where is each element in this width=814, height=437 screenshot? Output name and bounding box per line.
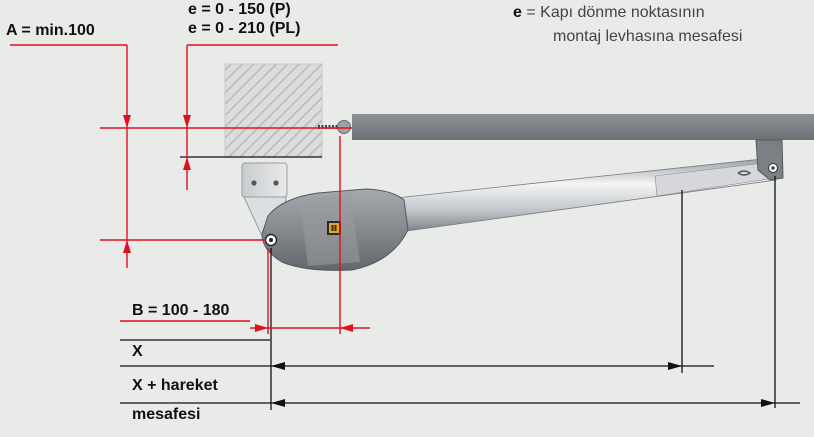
brand-logo [327,221,341,235]
piston-rod [395,157,777,233]
a-dimension-label: A = min.100 [6,22,95,39]
x-stroke-label-line1: X + hareket [132,377,218,394]
legend-symbol: e [513,4,522,21]
x-stroke-label-line2: mesafesi [132,406,201,423]
dimension-arrows-red [123,115,353,332]
wall-post [224,63,323,158]
legend-text-line2: montaj levhasına mesafesi [553,28,743,45]
gate-hinge [318,120,351,134]
reference-lines [120,156,800,410]
pivot-point [264,233,278,247]
b-dimension-label: B = 100 - 180 [132,302,230,319]
dimension-lines-red [10,44,370,334]
legend-text-line1: Kapı dönme noktasının [540,4,705,21]
legend-equals: = [521,4,541,21]
e-range-pl-label: e = 0 - 210 (PL) [188,20,301,37]
gate-fitting [755,139,784,181]
x-dimension-label: X [132,343,143,360]
dimension-arrows-black [271,362,775,407]
e-range-p-label: e = 0 - 150 (P) [188,1,291,18]
gate-leaf [352,114,814,140]
legend-line1: e = Kapı dönme noktasının [513,4,705,22]
